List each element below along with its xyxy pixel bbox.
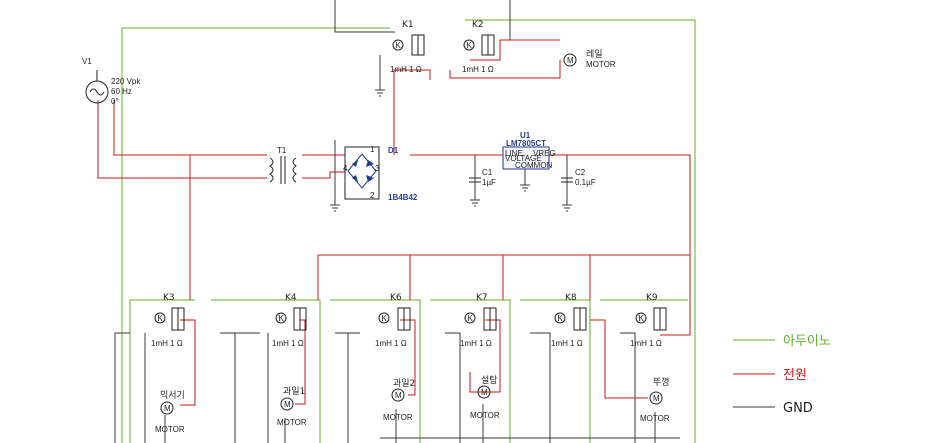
motor-fruit2-type: MOTOR — [383, 413, 413, 422]
motor-lid-name: 뚜껑 — [653, 376, 670, 388]
relay-coil-mark: K — [279, 314, 285, 323]
relay-coil-mark: K — [158, 314, 164, 323]
regulator-pin-com: COMMON — [515, 161, 553, 170]
motor-m-mark: M — [653, 394, 660, 403]
motor-fruit1: M 과일1 MOTOR — [277, 386, 307, 427]
gnd-wires — [114, 0, 680, 443]
motor-sugar: M 설탕 MOTOR — [470, 375, 500, 420]
motor-m-mark: M — [395, 391, 402, 400]
relay-k9-spec: 1mH 1 Ω — [630, 339, 662, 348]
relay-k8: K K8 1mH 1 Ω — [551, 293, 587, 348]
motor-fruit2: M 과일2 MOTOR — [383, 378, 415, 422]
regulator-pin-sub: VOLTAGE — [505, 154, 542, 163]
ground-symbols — [330, 89, 572, 212]
motor-mixer-type: MOTOR — [155, 425, 185, 434]
relay-k3-name: K3 — [163, 293, 175, 303]
motor-m-mark: M — [481, 388, 488, 397]
ac-source-v1: V1 220 Vpk 60 Hz 0° — [82, 57, 141, 106]
relay-k7-name: K7 — [476, 293, 488, 303]
motor-lid: M 뚜껑 MOTOR — [640, 376, 670, 423]
regulator-part: LM7805CT — [506, 139, 546, 148]
relay-k9-name: K9 — [646, 293, 658, 303]
motor-m-mark: M — [284, 400, 291, 409]
relay-k2: K K2 1mH 1 Ω — [462, 20, 495, 74]
relay-k4-name: K4 — [285, 293, 297, 303]
relay-coil-mark: K — [467, 41, 473, 50]
bridge-part: 1B4B42 — [388, 193, 418, 202]
legend: 아두이노 전원 GND — [733, 334, 831, 416]
motor-lid-type: MOTOR — [640, 414, 670, 423]
bridge-pin1: 1 — [370, 145, 375, 154]
relay-k3-spec: 1mH 1 Ω — [151, 339, 183, 348]
transformer-name: T1 — [277, 146, 287, 155]
bridge-pin4: 4 — [343, 164, 348, 173]
cap-c1-name: C1 — [482, 168, 493, 177]
source-phase: 0° — [111, 97, 119, 106]
relay-k8-spec: 1mH 1 Ω — [551, 339, 583, 348]
relay-k1: K K1 1mH 1 Ω — [390, 20, 425, 74]
relay-k7-spec: 1mH 1 Ω — [460, 339, 492, 348]
relay-k7: K K7 1mH 1 Ω — [460, 293, 497, 348]
capacitor-c2: C2 0.1µF — [561, 168, 596, 187]
legend-arduino-label: 아두이노 — [783, 334, 831, 349]
source-voltage: 220 Vpk — [111, 77, 141, 86]
relay-k1-spec: 1mH 1 Ω — [390, 65, 422, 74]
relay-k4: K K4 1mH 1 Ω — [272, 293, 307, 348]
motor-mixer-name: 믹서기 — [160, 389, 185, 401]
source-frequency: 60 Hz — [111, 87, 132, 96]
cap-c2-value: 0.1µF — [575, 178, 596, 187]
relay-coil-mark: K — [396, 41, 402, 50]
motor-m-mark: M — [164, 404, 171, 413]
regulator-u1: U1 LM7805CT LINE VOLTAGE VREG COMMON — [502, 131, 556, 170]
source-name: V1 — [82, 57, 92, 66]
relay-k2-name: K2 — [472, 20, 484, 30]
relay-coil-mark: K — [382, 314, 388, 323]
motor-rail: M 레일 MOTOR — [563, 49, 616, 69]
motor-m-mark: M — [567, 56, 574, 65]
relay-k8-name: K8 — [565, 293, 577, 303]
cap-c1-value: 1µF — [482, 178, 496, 187]
relay-k4-spec: 1mH 1 Ω — [272, 339, 304, 348]
bridge-pin3: 3 — [375, 164, 380, 173]
regulator-pin-out: VREG — [533, 149, 556, 158]
bridge-rectifier-d1: D1 1B4B42 1 2 3 4 — [343, 145, 418, 202]
motor-fruit1-name: 과일1 — [283, 386, 305, 397]
relay-coil-mark: K — [558, 314, 564, 323]
motor-sugar-type: MOTOR — [470, 411, 500, 420]
motor-rail-type: MOTOR — [586, 60, 616, 69]
regulator-pin-in: LINE — [505, 149, 523, 158]
relay-k1-name: K1 — [402, 20, 414, 30]
legend-gnd-label: GND — [783, 401, 813, 416]
regulator-name: U1 — [520, 131, 531, 140]
motor-fruit2-name: 과일2 — [393, 378, 415, 389]
relay-k9: K K9 1mH 1 Ω — [630, 293, 667, 348]
motor-sugar-name: 설탕 — [481, 375, 498, 386]
motor-fruit1-type: MOTOR — [277, 418, 307, 427]
transformer-t1: T1 — [269, 146, 297, 184]
cap-c2-name: C2 — [575, 168, 586, 177]
legend-power-label: 전원 — [783, 368, 807, 383]
relay-k3: K K3 1mH 1 Ω — [151, 293, 185, 348]
relay-k6-spec: 1mH 1 Ω — [375, 339, 407, 348]
relay-coil-mark: K — [468, 314, 474, 323]
relay-coil-mark: K — [639, 314, 645, 323]
bridge-pin2: 2 — [370, 191, 375, 200]
relay-k2-spec: 1mH 1 Ω — [462, 65, 494, 74]
relay-k6: K K6 1mH 1 Ω — [375, 293, 411, 348]
motor-mixer: M 믹서기 MOTOR — [155, 389, 185, 434]
capacitor-c1: C1 1µF — [469, 168, 496, 187]
relay-k6-name: K6 — [390, 293, 402, 303]
motor-rail-name: 레일 — [586, 49, 603, 60]
power-wires — [97, 39, 691, 406]
bridge-name: D1 — [388, 146, 399, 155]
